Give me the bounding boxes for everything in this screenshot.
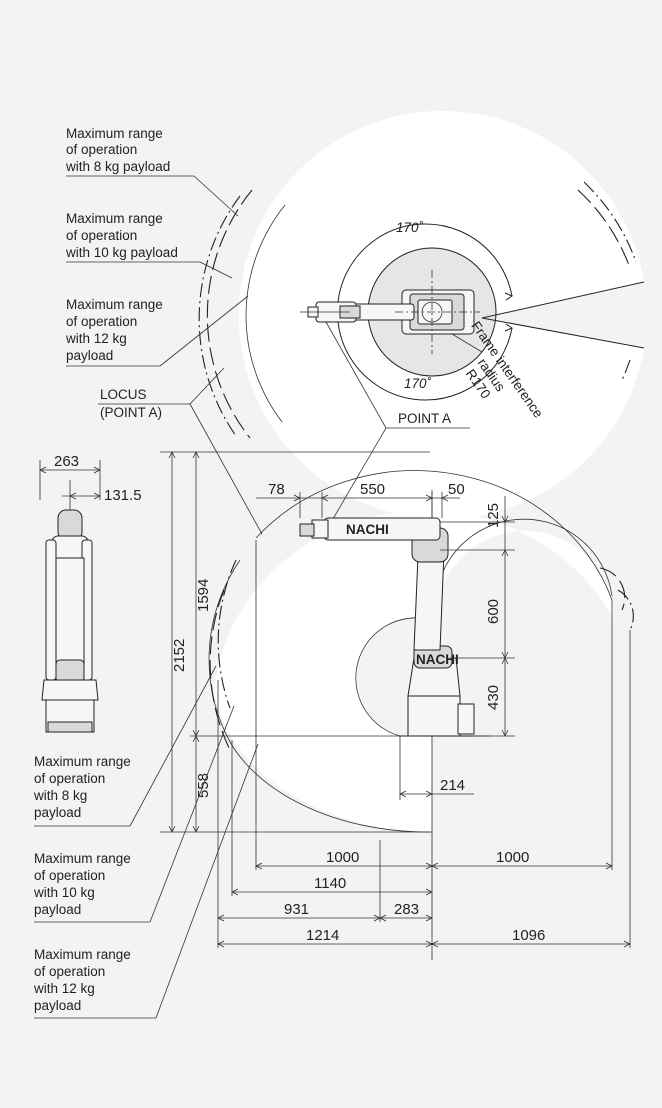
svg-text:with 10 kg payload: with 10 kg payload [65,245,178,260]
svg-text:Maximum range: Maximum range [66,211,163,226]
label-locus: LOCUS (POINT A) [98,367,263,535]
front-view: 263 131.5 [39,453,142,733]
svg-text:Maximum range: Maximum range [34,754,131,769]
svg-text:(POINT A): (POINT A) [100,405,162,420]
svg-text:payload: payload [34,902,81,917]
dim-vertical-left: 2152 1594 558 [160,451,430,833]
svg-text:214: 214 [440,777,465,794]
svg-text:NACHI: NACHI [416,652,459,667]
dim-horizontal-bottom: 1000 1000 1140 931 283 1214 1096 [217,540,631,948]
dim-1096: 1096 [512,927,545,944]
svg-text:Maximum range: Maximum range [34,851,131,866]
svg-text:of operation: of operation [66,228,137,243]
label-range-8kg-top: Maximum range of operation with 8 kg pay… [65,126,239,217]
dim-2152: 2152 [171,639,188,672]
dim-vertical-right: 125 600 430 [440,496,515,737]
dim-550: 550 [360,481,385,498]
svg-text:of operation: of operation [34,868,105,883]
robot-side-view: NACHI NACHI [299,517,475,737]
dim-78: 78 [268,481,285,498]
label-range-12kg-bottom: Maximum range of operation with 12 kg pa… [33,743,259,1019]
range-arc-8kg-top [198,195,241,437]
angle-label-top: 170˚ [396,220,424,235]
brand-mark-side: NACHI [346,522,389,537]
label-range-10kg-top: Maximum range of operation with 10 kg pa… [65,211,233,279]
dim-430: 430 [485,685,502,710]
dim-horizontal-top: 78 550 50 [256,481,465,518]
svg-text:payload: payload [34,805,81,820]
svg-text:Maximum range: Maximum range [66,126,163,141]
side-view: NACHI NACHI 125 600 430 [33,451,634,1019]
svg-text:of operation: of operation [66,314,137,329]
locus-arc-top [245,204,286,423]
dim-283: 283 [394,901,419,918]
range-arc-10kg-top [206,189,253,439]
dim-1214: 1214 [306,927,339,944]
top-view: 170˚ 170˚ Frame interference radius R170… [65,111,645,535]
svg-text:Maximum range: Maximum range [34,947,131,962]
dim-131-5: 131.5 [104,487,142,504]
angle-label-bottom: 170˚ [404,376,432,391]
svg-text:of operation: of operation [66,142,137,157]
dim-125: 125 [485,503,502,528]
dim-600: 600 [485,599,502,624]
dim-214: 214 [399,736,474,800]
dim-1140: 1140 [314,875,346,892]
svg-text:LOCUS: LOCUS [100,387,147,402]
side-range-area [214,510,614,832]
dim-50: 50 [448,481,465,498]
svg-text:of operation: of operation [34,771,105,786]
label-range-8kg-bottom: Maximum range of operation with 8 kg pay… [33,665,217,827]
svg-text:Maximum range: Maximum range [66,297,163,312]
robot-front-view [41,509,99,733]
svg-text:with 8 kg payload: with 8 kg payload [65,159,170,174]
svg-text:with 10 kg: with 10 kg [33,885,95,900]
dim-1000-right: 1000 [496,849,529,866]
dim-1594: 1594 [195,579,212,612]
dim-1000-left: 1000 [326,849,359,866]
dim-263: 263 [54,453,79,470]
svg-text:with 12 kg: with 12 kg [33,981,95,996]
svg-text:with 8 kg: with 8 kg [33,788,87,803]
range-arc-10kg-side [209,589,231,751]
label-range-12kg-top: Maximum range of operation with 12 kg pa… [65,295,249,367]
svg-text:with 12 kg: with 12 kg [65,331,127,346]
label-point-a: POINT A [325,321,470,525]
svg-text:of operation: of operation [34,964,105,979]
dim-931: 931 [284,901,309,918]
range-arc-8kg-side [217,559,237,709]
svg-text:POINT A: POINT A [398,411,451,426]
svg-text:payload: payload [66,348,113,363]
svg-text:payload: payload [34,998,81,1013]
label-range-10kg-bottom: Maximum range of operation with 10 kg pa… [33,705,235,923]
